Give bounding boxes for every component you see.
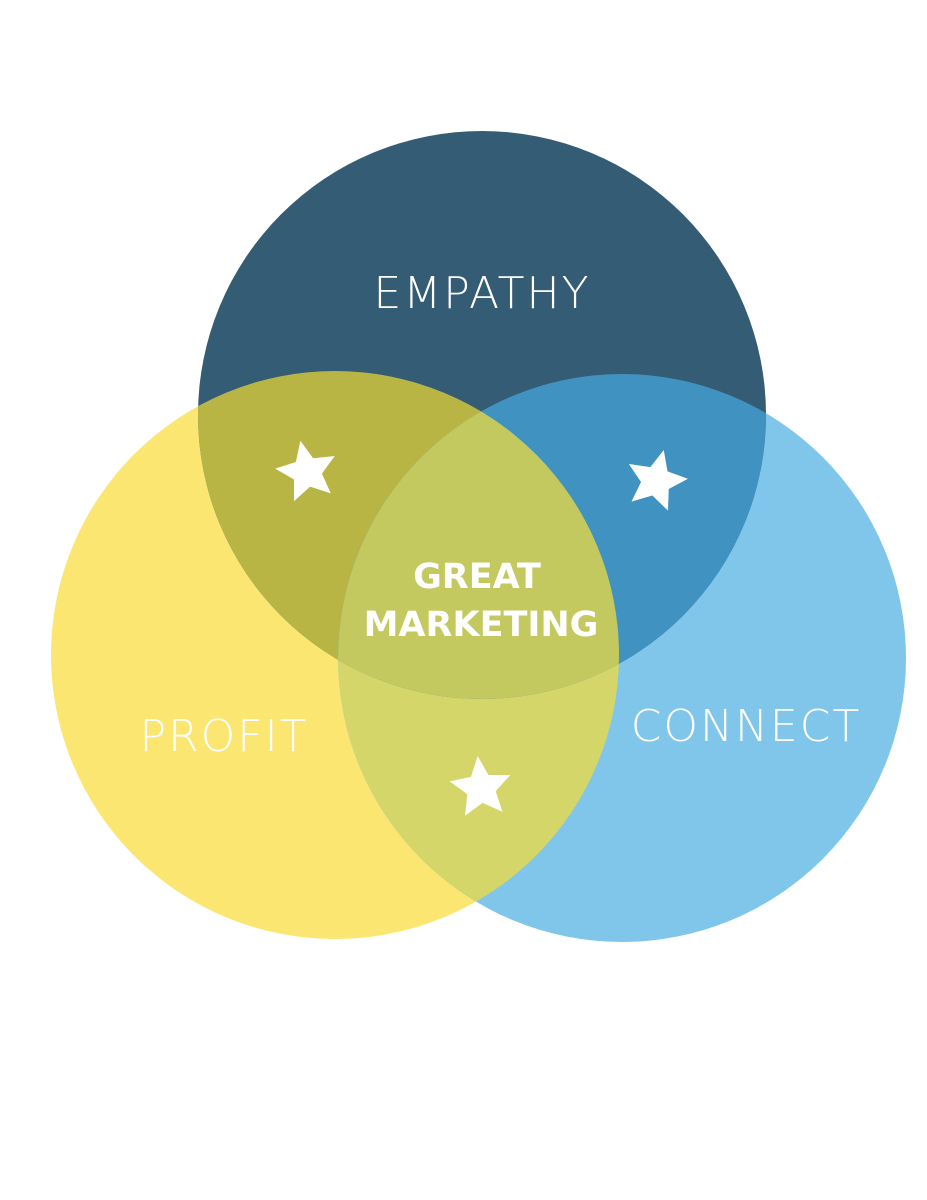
connect-label: CONNECT: [631, 701, 862, 752]
triple-overlap: [338, 374, 619, 699]
star-icon: [275, 440, 335, 502]
star-icon: [449, 756, 511, 816]
center-label-line2: MARKETING: [364, 605, 599, 645]
center-label-line1: GREAT: [413, 557, 541, 597]
profit-label: PROFIT: [140, 711, 309, 762]
star-icon: [628, 449, 688, 511]
empathy-label: EMPATHY: [373, 268, 590, 319]
